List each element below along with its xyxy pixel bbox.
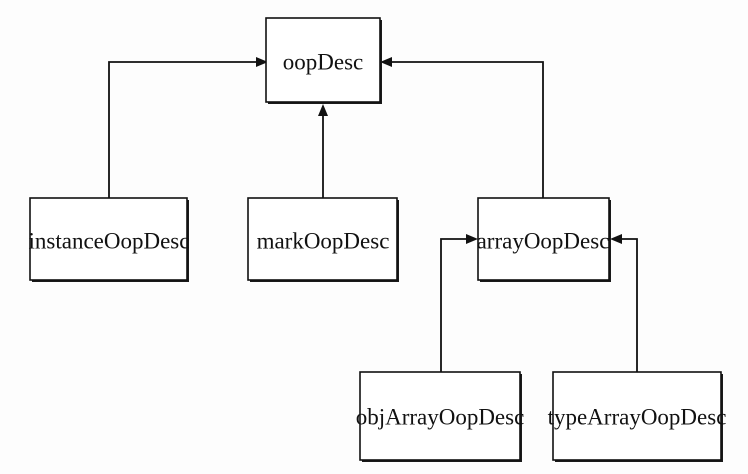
node-label-markOopDesc: markOopDesc — [257, 229, 390, 254]
node-label-objArrayOopDesc: objArrayOopDesc — [356, 405, 525, 430]
node-box — [477, 197, 610, 281]
node-objArrayOopDesc: objArrayOopDesc — [356, 371, 525, 462]
arrow-head-objArrayOopDesc — [466, 234, 478, 244]
arrow-head-markOopDesc — [318, 104, 328, 116]
node-arrayOopDesc: arrayOopDesc — [477, 197, 611, 282]
node-box — [247, 197, 398, 281]
node-label-arrayOopDesc: arrayOopDesc — [477, 229, 610, 254]
node-box — [552, 371, 722, 461]
node-typeArrayOopDesc: typeArrayOopDesc — [548, 371, 727, 462]
edges — [108, 57, 638, 372]
edge-typeArrayOopDesc-to-arrayOopDesc — [620, 238, 638, 372]
node-label-instanceOopDesc: instanceOopDesc — [29, 229, 190, 254]
node-box — [29, 197, 188, 281]
node-box — [265, 17, 381, 103]
node-box — [359, 371, 521, 461]
edge-instanceOopDesc-to-oopDesc — [108, 61, 258, 198]
node-label-oopDesc: oopDesc — [283, 50, 363, 75]
node-markOopDesc: markOopDesc — [247, 197, 399, 282]
arrow-head-instanceOopDesc — [256, 57, 268, 67]
node-oopDesc: oopDesc — [265, 17, 382, 104]
edge-arrayOopDesc-to-oopDesc — [390, 61, 544, 198]
arrow-head-arrayOopDesc — [380, 57, 392, 67]
node-instanceOopDesc: instanceOopDesc — [29, 197, 190, 282]
node-label-typeArrayOopDesc: typeArrayOopDesc — [548, 405, 727, 430]
arrow-head-typeArrayOopDesc — [610, 234, 622, 244]
edge-objArrayOopDesc-to-arrayOopDesc — [440, 238, 468, 372]
